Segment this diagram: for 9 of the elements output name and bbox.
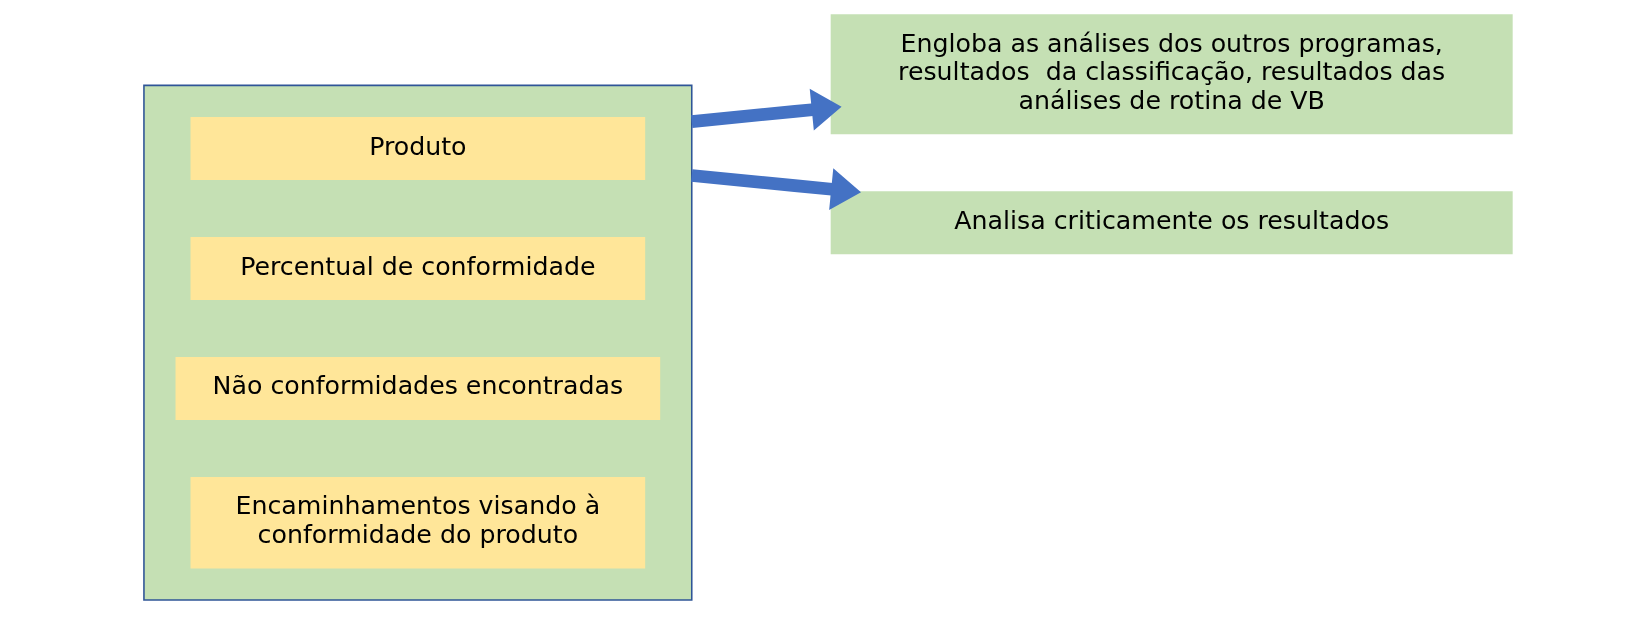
arrow (691, 168, 862, 211)
node-box: Não conformidades encontradas (175, 356, 661, 421)
node-box: Engloba as análises dos outros programas, resultados da classificação, resultados das análises de rotina de VB (830, 14, 1513, 135)
node-box: Analisa criticamente os resultados (830, 191, 1513, 255)
node-box: Encaminhamentos visando à conformidade do produto (190, 476, 646, 569)
node-box: Percentual de conformidade (190, 236, 646, 301)
arrow (691, 88, 842, 131)
node-box: Produto (190, 116, 646, 181)
cluster (143, 84, 693, 601)
